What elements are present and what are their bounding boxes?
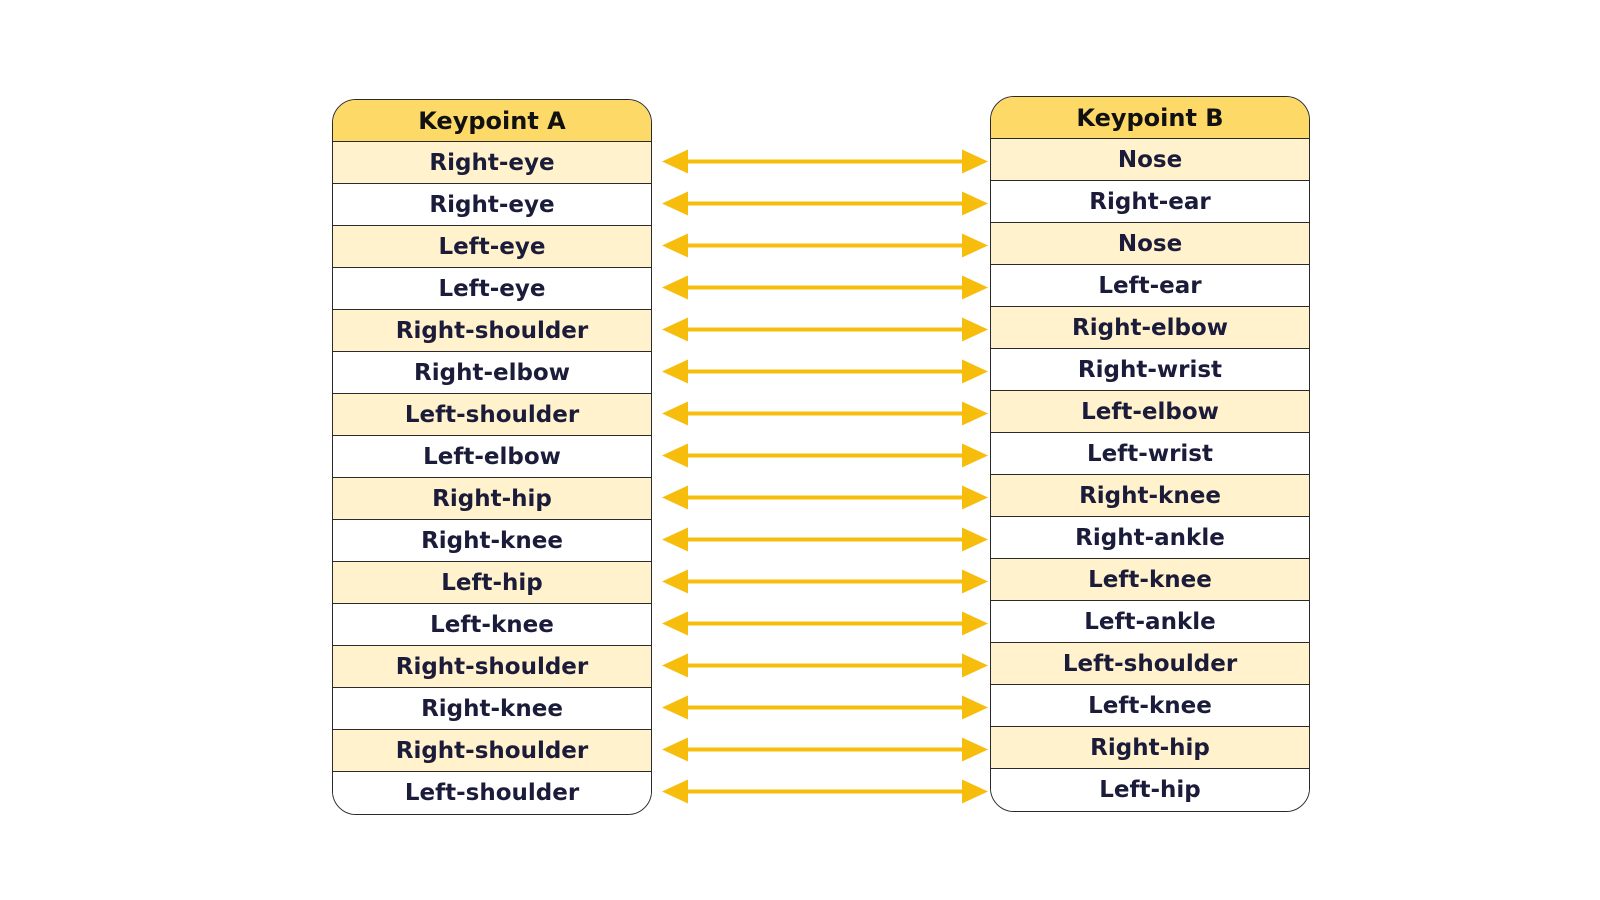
arrowhead-right bbox=[962, 443, 988, 468]
arrowhead-left bbox=[662, 611, 688, 636]
double-arrow bbox=[662, 317, 988, 342]
keypoint-a-row: Right-knee bbox=[333, 688, 651, 730]
arrowhead-left bbox=[662, 149, 688, 174]
double-arrow bbox=[662, 779, 988, 804]
double-arrow bbox=[662, 149, 988, 174]
arrowhead-left bbox=[662, 569, 688, 594]
keypoint-b-row: Left-ankle bbox=[991, 601, 1309, 643]
arrowhead-right bbox=[962, 611, 988, 636]
keypoint-b-row: Left-hip bbox=[991, 769, 1309, 811]
keypoint-a-row: Left-hip bbox=[333, 562, 651, 604]
arrowhead-left bbox=[662, 737, 688, 762]
double-arrow bbox=[662, 443, 988, 468]
keypoint-b-row: Left-wrist bbox=[991, 433, 1309, 475]
arrowhead-left bbox=[662, 695, 688, 720]
arrowhead-left bbox=[662, 191, 688, 216]
arrowhead-left bbox=[662, 317, 688, 342]
keypoint-a-header: Keypoint A bbox=[333, 100, 651, 142]
keypoint-a-row: Right-eye bbox=[333, 184, 651, 226]
keypoint-b-row: Right-wrist bbox=[991, 349, 1309, 391]
double-arrow bbox=[662, 569, 988, 594]
arrowhead-right bbox=[962, 569, 988, 594]
keypoint-b-row: Right-knee bbox=[991, 475, 1309, 517]
arrowhead-right bbox=[962, 149, 988, 174]
double-arrow bbox=[662, 233, 988, 258]
arrowhead-right bbox=[962, 653, 988, 678]
double-arrow bbox=[662, 401, 988, 426]
keypoint-b-row: Right-ear bbox=[991, 181, 1309, 223]
arrowhead-left bbox=[662, 779, 688, 804]
double-arrow bbox=[662, 191, 988, 216]
keypoint-b-row: Left-elbow bbox=[991, 391, 1309, 433]
keypoint-b-row: Left-knee bbox=[991, 685, 1309, 727]
arrowhead-left bbox=[662, 359, 688, 384]
arrowhead-right bbox=[962, 737, 988, 762]
keypoint-b-row: Nose bbox=[991, 139, 1309, 181]
double-arrow bbox=[662, 737, 988, 762]
double-arrow bbox=[662, 485, 988, 510]
double-arrow bbox=[662, 527, 988, 552]
arrowhead-left bbox=[662, 401, 688, 426]
keypoint-b-row: Nose bbox=[991, 223, 1309, 265]
keypoint-b-row: Right-ankle bbox=[991, 517, 1309, 559]
keypoint-a-row: Right-elbow bbox=[333, 352, 651, 394]
arrowhead-right bbox=[962, 317, 988, 342]
double-arrow bbox=[662, 695, 988, 720]
keypoint-b-row: Left-ear bbox=[991, 265, 1309, 307]
keypoint-a-row: Right-hip bbox=[333, 478, 651, 520]
arrowhead-left bbox=[662, 527, 688, 552]
keypoint-a-row: Left-eye bbox=[333, 226, 651, 268]
arrowhead-left bbox=[662, 233, 688, 258]
double-arrow bbox=[662, 275, 988, 300]
keypoint-b-row: Right-hip bbox=[991, 727, 1309, 769]
arrowhead-left bbox=[662, 443, 688, 468]
keypoint-b-row: Right-elbow bbox=[991, 307, 1309, 349]
arrowhead-right bbox=[962, 527, 988, 552]
keypoint-a-row: Left-eye bbox=[333, 268, 651, 310]
arrowhead-left bbox=[662, 653, 688, 678]
double-arrow bbox=[662, 611, 988, 636]
keypoint-a-row: Right-knee bbox=[333, 520, 651, 562]
keypoint-b-row: Left-shoulder bbox=[991, 643, 1309, 685]
arrowhead-right bbox=[962, 485, 988, 510]
keypoint-a-row: Right-shoulder bbox=[333, 730, 651, 772]
arrowhead-right bbox=[962, 401, 988, 426]
arrowhead-right bbox=[962, 695, 988, 720]
double-arrow bbox=[662, 359, 988, 384]
keypoint-a-row: Right-eye bbox=[333, 142, 651, 184]
arrowhead-left bbox=[662, 485, 688, 510]
arrowhead-left bbox=[662, 275, 688, 300]
keypoint-a-row: Left-shoulder bbox=[333, 394, 651, 436]
keypoint-a-row: Left-knee bbox=[333, 604, 651, 646]
keypoint-b-header: Keypoint B bbox=[991, 97, 1309, 139]
keypoint-b-row: Left-knee bbox=[991, 559, 1309, 601]
keypoint-a-row: Left-elbow bbox=[333, 436, 651, 478]
arrowhead-right bbox=[962, 233, 988, 258]
keypoint-a-row: Left-shoulder bbox=[333, 772, 651, 814]
arrowhead-right bbox=[962, 779, 988, 804]
arrowhead-right bbox=[962, 359, 988, 384]
keypoint-a-row: Right-shoulder bbox=[333, 646, 651, 688]
arrowhead-right bbox=[962, 275, 988, 300]
arrowhead-right bbox=[962, 191, 988, 216]
double-arrow bbox=[662, 653, 988, 678]
keypoint-a-row: Right-shoulder bbox=[333, 310, 651, 352]
